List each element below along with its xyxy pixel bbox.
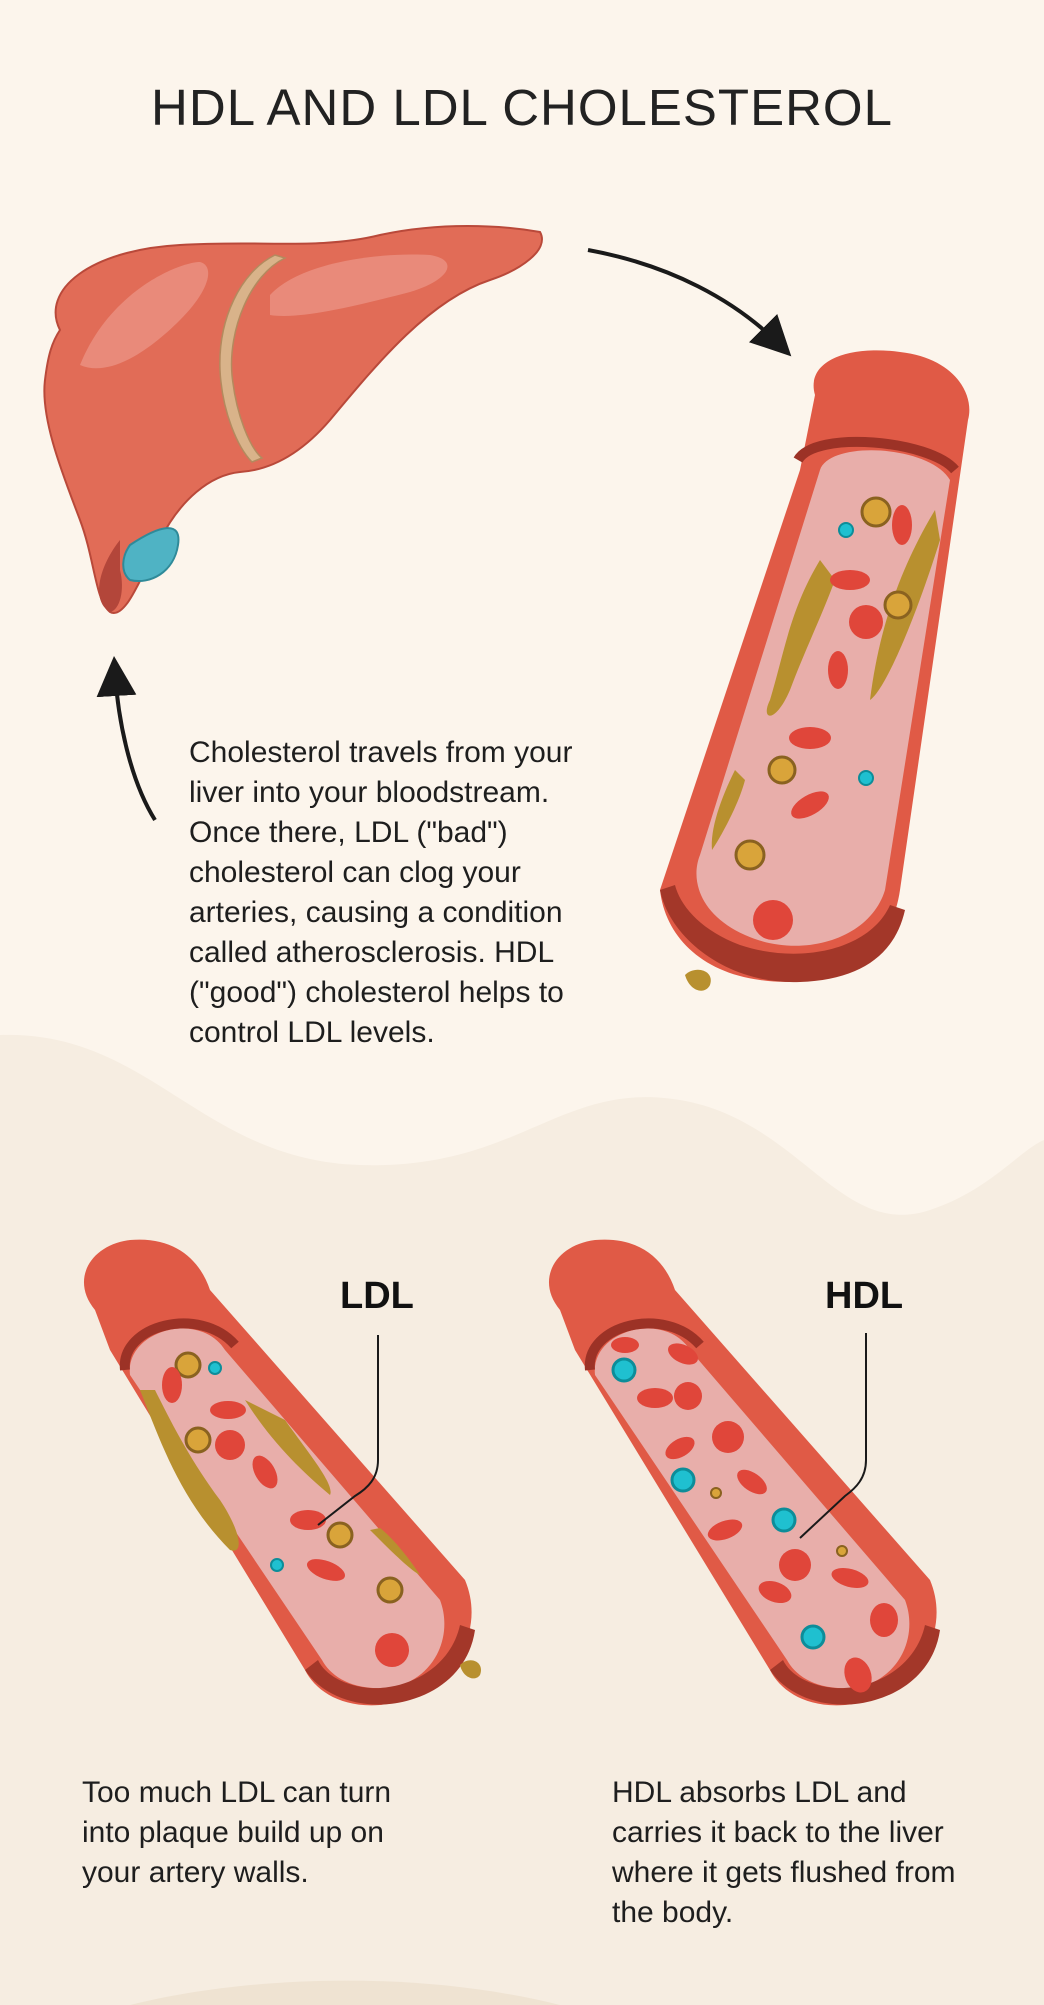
liver-highlight-left [80,262,209,369]
red-blood-cell [674,1382,702,1410]
red-blood-cell [210,1401,246,1419]
arrow-artery-to-liver [96,656,157,822]
red-blood-cell [162,1367,182,1403]
top-artery-illustration [660,350,970,991]
ldl-particle [836,1545,848,1557]
liver-shadow [99,540,122,612]
red-blood-cell [668,1343,698,1365]
red-blood-cell [290,1510,326,1530]
ldl-particle [883,590,913,620]
ldl-artery-rim [119,1318,239,1371]
plaque-small [370,1528,420,1575]
red-blood-cell [215,1430,245,1460]
hdl-particle [611,1357,637,1383]
hdl-artery-end [770,1625,940,1705]
hdl-artery-illustration [548,1239,940,1706]
bottom-curve [130,1980,560,2005]
ldl-artery-end [305,1625,475,1705]
plaque-fragment [460,1660,481,1679]
hdl-particle [800,1624,826,1650]
hdl-artery-lumen [594,1328,910,1689]
red-blood-cell [707,1519,743,1541]
red-blood-cell [831,1568,869,1588]
red-blood-cell [849,605,883,639]
hdl-particle [838,522,854,538]
plaque-right [245,1400,331,1495]
red-blood-cell [375,1633,409,1667]
plaque-fragment [685,969,711,991]
ldl-caption: Too much LDL can turn into plaque build … [82,1776,392,1889]
red-blood-cell [611,1337,639,1353]
plaque-small [711,770,745,850]
hdl-particle [208,1361,222,1375]
top-artery-end [660,885,905,983]
ldl-particle [710,1487,722,1499]
red-blood-cell [306,1559,346,1581]
ldl-particle [767,755,797,785]
hdl-pointer-line [799,1333,867,1539]
hdl-particle [771,1507,797,1533]
ldl-artery-illustration [83,1239,481,1706]
hdl-artery-rim [584,1318,704,1371]
arrow-liver-to-artery [587,248,792,357]
red-blood-cell [791,791,829,819]
gallbladder [122,527,180,583]
red-blood-cell [637,1388,673,1408]
red-blood-cell [779,1549,811,1581]
hdl-caption: HDL absorbs LDL and carries it back to t… [612,1776,956,1929]
red-blood-cell [830,570,870,590]
red-blood-cell [252,1455,278,1489]
ldl-particle [174,1351,202,1379]
ldl-artery-lumen [129,1328,445,1689]
hdl-particle [270,1558,284,1572]
red-blood-cell [712,1421,744,1453]
ldl-particle [184,1426,212,1454]
red-blood-cell [828,651,848,689]
plaque-left [140,1390,239,1551]
red-blood-cell [789,727,831,749]
red-blood-cell [844,1657,872,1693]
plaque-left [766,560,835,716]
red-blood-cell [758,1580,792,1604]
page-title: HDL AND LDL CHOLESTEROL [151,79,893,136]
ldl-label: LDL [340,1275,414,1317]
intro-paragraph: Cholesterol travels from your liver into… [189,736,573,1049]
ldl-particle [734,839,766,871]
red-blood-cell [737,1469,767,1495]
hdl-particle [670,1467,696,1493]
top-artery-rim [793,436,959,474]
ldl-particle [860,496,892,528]
falciform-ligament [219,254,288,463]
hdl-particle [858,770,874,786]
red-blood-cell [870,1603,898,1637]
lower-background-wave [0,1034,1044,2005]
liver-illustration [43,225,543,614]
top-artery-lumen [696,450,950,946]
ldl-particle [326,1521,354,1549]
red-blood-cell [892,505,912,545]
ldl-particle [376,1576,404,1604]
red-blood-cell [753,900,793,940]
red-blood-cell [665,1436,695,1460]
ldl-pointer-line [317,1335,379,1526]
hdl-label: HDL [825,1275,904,1317]
liver-highlight-right [270,254,448,316]
